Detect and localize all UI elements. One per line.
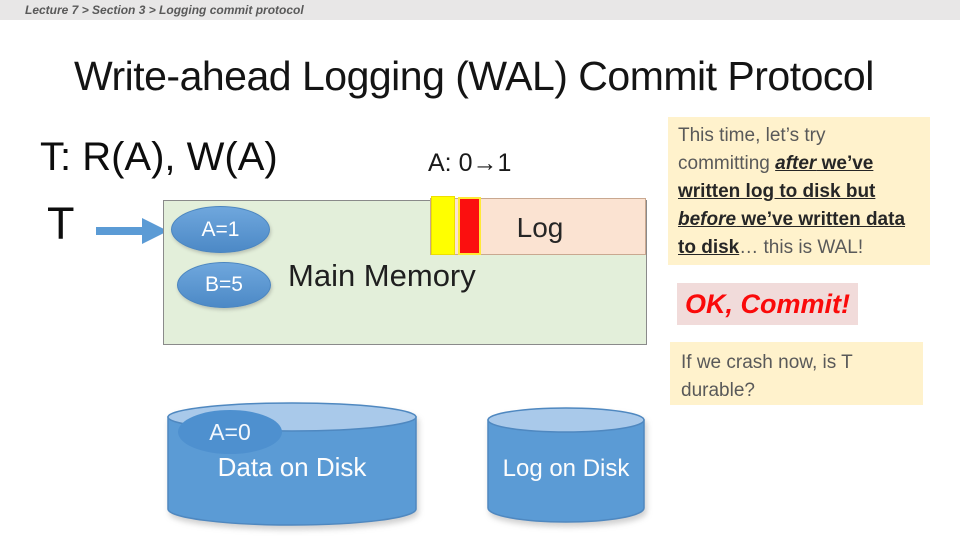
arrow-right-icon	[96, 218, 168, 244]
log-disk-label: Log on Disk	[502, 455, 630, 482]
wal-note-run: we’ve written log to disk but	[678, 153, 876, 202]
data-disk-label: Data on Disk	[217, 452, 367, 482]
crash-question-note: If we crash now, is T durable?	[670, 342, 923, 405]
disk-cell-a: A=0	[178, 410, 282, 454]
log-record-red	[458, 197, 481, 255]
transaction-t-label: T	[47, 198, 75, 249]
log-record-yellow	[431, 196, 455, 255]
wal-note-run-after: after	[775, 153, 817, 174]
wal-note-run: This time, let’s try committing	[678, 125, 826, 174]
wal-note-run: … this is WAL!	[739, 237, 864, 258]
log-disk-cylinder-icon	[487, 407, 645, 523]
breadcrumb-text: Lecture 7 > Section 3 > Logging commit p…	[25, 3, 304, 17]
wal-note-run-before: before	[678, 209, 737, 230]
page-title: Write-ahead Logging (WAL) Commit Protoco…	[74, 53, 874, 99]
log-label: Log	[516, 212, 564, 243]
breadcrumb: Lecture 7 > Section 3 > Logging commit p…	[0, 0, 960, 20]
wal-note-run: we’ve written data to disk	[678, 209, 906, 258]
a-value-change: A: 0→1	[428, 149, 512, 177]
transaction-ops: T: R(A), W(A)	[40, 135, 278, 179]
ok-commit-box: OK, Commit!	[677, 283, 858, 325]
memory-cell-a: A=1	[171, 206, 270, 253]
memory-cell-b: B=5	[177, 262, 271, 308]
ok-commit-text: OK, Commit!	[685, 288, 850, 319]
wal-note: This time, let’s try committing after we…	[668, 117, 930, 265]
main-memory-label: Main Memory	[288, 258, 476, 293]
